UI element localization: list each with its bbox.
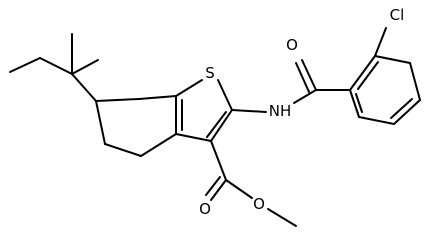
- methyl-ester-group: O O: [199, 140, 297, 227]
- bond: [357, 61, 379, 90]
- bond: [175, 133, 212, 142]
- bond: [95, 98, 140, 102]
- bond: [267, 208, 297, 227]
- bond: [409, 62, 421, 101]
- bond: [71, 73, 97, 102]
- bond: [206, 111, 227, 138]
- molecule-diagram: S NH O Cl: [9, 6, 421, 227]
- bond: [39, 57, 73, 75]
- bond: [210, 109, 233, 142]
- bond: [358, 116, 395, 125]
- bond: [293, 89, 317, 104]
- amide-nitrogen-label: NH: [269, 102, 292, 120]
- sulfur-atom-label: S: [205, 64, 215, 82]
- bond: [210, 140, 227, 181]
- thiophene-ring: S: [175, 64, 233, 142]
- bond: [9, 57, 41, 73]
- ester-carbonyl-oxygen-label: O: [199, 200, 211, 218]
- chlorine-atom-label: Cl: [390, 6, 405, 24]
- bond: [140, 133, 177, 157]
- amide-group: NH O: [231, 36, 351, 120]
- bond: [231, 109, 267, 113]
- bond: [349, 89, 360, 118]
- amide-oxygen-label: O: [286, 36, 298, 54]
- bond: [390, 98, 413, 119]
- bond: [225, 179, 253, 199]
- bond: [301, 59, 317, 91]
- cyclohexene-ring: [95, 95, 177, 157]
- bond: [349, 55, 376, 91]
- chemical-structure: S NH O Cl: [9, 6, 421, 227]
- ester-ether-oxygen-label: O: [253, 195, 265, 213]
- tert-amyl-group: [9, 33, 99, 102]
- bond: [393, 99, 421, 125]
- bond: [374, 55, 411, 64]
- bond: [175, 79, 203, 97]
- bond: [104, 143, 142, 157]
- bond: [71, 59, 99, 75]
- bond: [355, 93, 363, 113]
- bond: [95, 100, 106, 145]
- chlorophenyl-ring: Cl: [349, 6, 421, 125]
- bond: [295, 62, 310, 93]
- bond: [138, 95, 177, 100]
- bond: [217, 79, 233, 111]
- bond: [205, 176, 221, 196]
- bond: [210, 179, 227, 201]
- bond: [374, 27, 387, 57]
